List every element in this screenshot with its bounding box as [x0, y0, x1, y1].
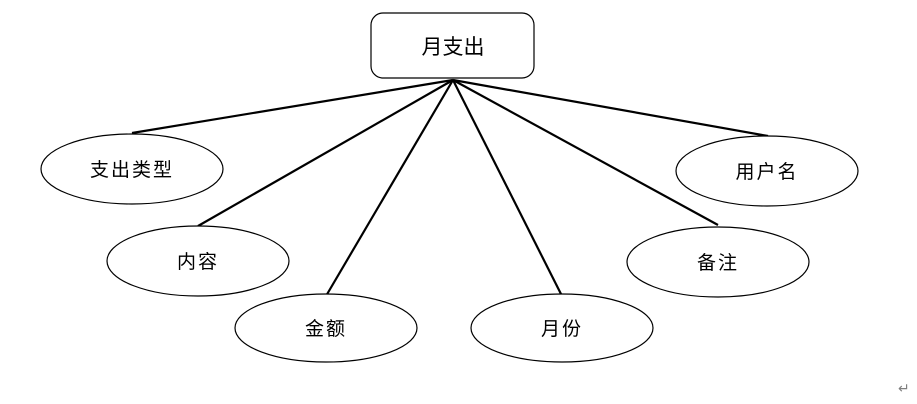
connector-neirong — [197, 79, 454, 227]
attribute-ellipse — [40, 133, 224, 205]
connector-yuefen — [452, 79, 563, 297]
attribute-ellipse — [675, 135, 859, 207]
attribute-node-yuefen: 月份 — [470, 293, 654, 363]
attribute-node-yonghuming: 用户名 — [675, 135, 859, 207]
connectors — [131, 78, 769, 297]
attribute-ellipse — [470, 293, 654, 363]
attribute-node-zhichu-leixing: 支出类型 — [40, 133, 224, 205]
connector-jine — [325, 79, 454, 297]
entity-box — [370, 12, 535, 79]
attribute-node-jine: 金额 — [234, 293, 418, 363]
attribute-node-beizhu: 备注 — [626, 226, 810, 298]
attribute-ellipse — [106, 225, 290, 297]
attribute-label: 用户名 — [735, 161, 798, 183]
attribute-label: 备注 — [697, 252, 739, 274]
attribute-label: 支出类型 — [90, 159, 174, 181]
connector-yonghuming — [452, 78, 769, 138]
connector-zhichu-leixing — [131, 78, 454, 135]
attribute-label: 内容 — [177, 251, 219, 273]
attribute-label: 金额 — [305, 318, 347, 340]
attribute-ellipse — [626, 226, 810, 298]
attribute-ellipse — [234, 293, 418, 363]
entity-node: 月支出 — [370, 12, 535, 79]
attribute-label: 月份 — [541, 318, 583, 340]
paragraph-mark: ↵ — [898, 381, 910, 397]
connector-beizhu — [452, 79, 719, 226]
entity-label: 月支出 — [422, 35, 485, 59]
attribute-node-neirong: 内容 — [106, 225, 290, 297]
